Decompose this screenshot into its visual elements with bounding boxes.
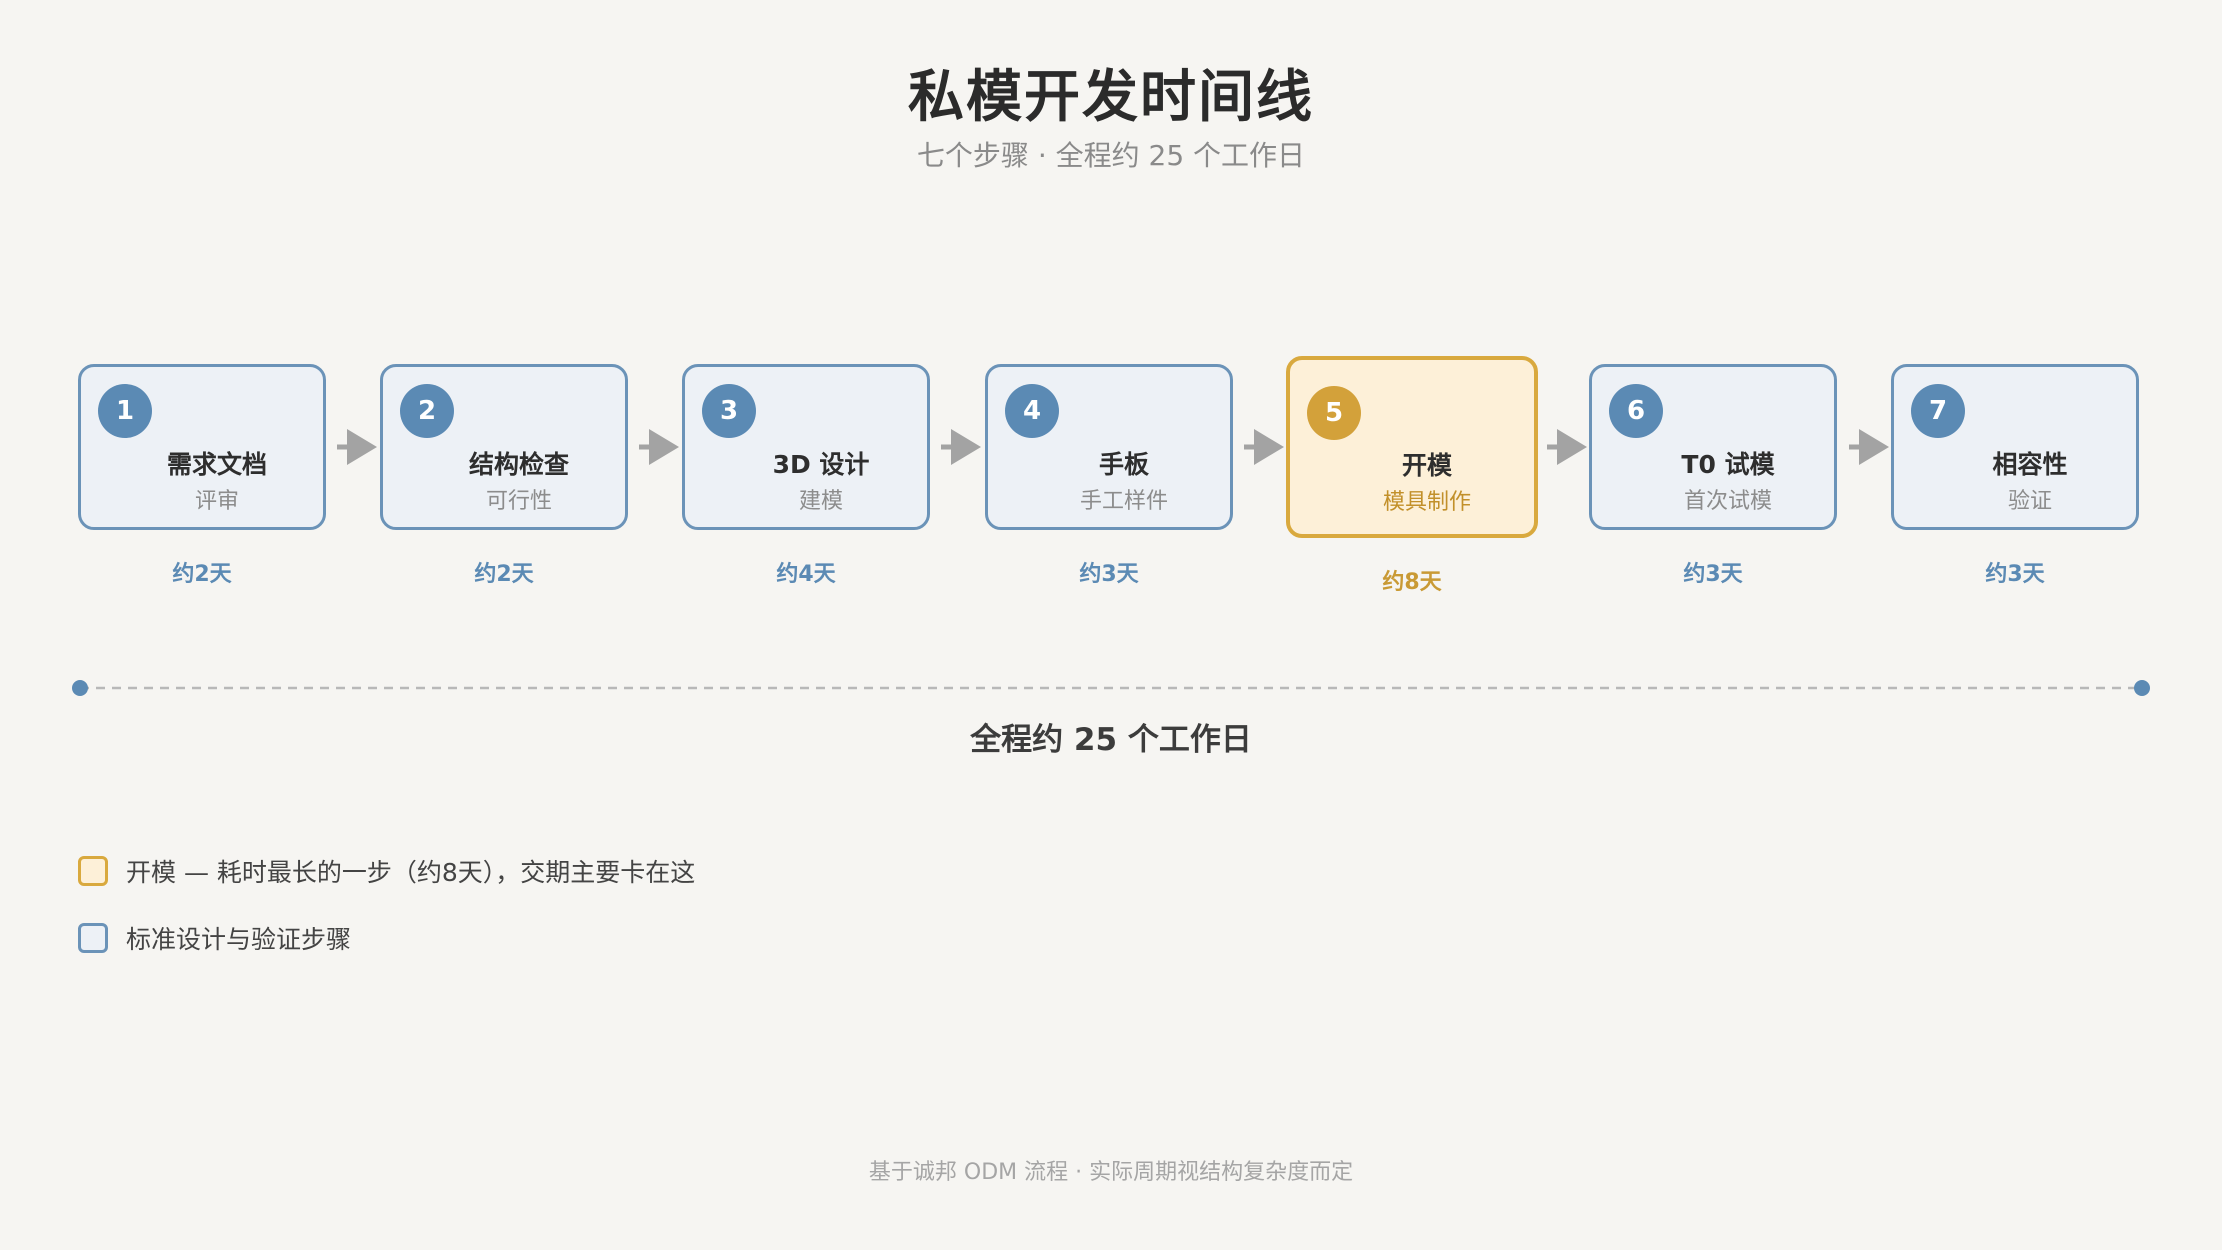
step-subtitle: 模具制作: [1382, 490, 1471, 515]
step-duration: 约3天: [1079, 562, 1139, 587]
step-number-badge: 4: [1005, 384, 1059, 438]
step-number-badge: 1: [98, 384, 152, 438]
legend-swatch-highlight: [78, 856, 108, 886]
step-title: T0 试模: [1681, 450, 1775, 479]
timeline-line: [72, 680, 2150, 696]
step-duration: 约3天: [1985, 562, 2045, 587]
step-card-3: 3 3D 设计 建模: [682, 364, 930, 530]
step-duration: 约8天: [1382, 570, 1442, 595]
step-card-1: 1 需求文档 评审: [78, 364, 326, 530]
step-card-7: 7 相容性 验证: [1891, 364, 2139, 530]
step-duration: 约2天: [172, 562, 232, 587]
legend-label: 标准设计与验证步骤: [126, 925, 352, 954]
timeline-end-dot: [2134, 680, 2150, 696]
footer-note: 基于诚邦 ODM 流程 · 实际周期视结构复杂度而定: [868, 1160, 1354, 1185]
step-subtitle: 建模: [798, 489, 843, 514]
step-subtitle: 验证: [2007, 489, 2052, 514]
arrow-right-icon: [1547, 429, 1587, 465]
step-number-badge: 6: [1609, 384, 1663, 438]
step-title: 手板: [1098, 450, 1149, 479]
page-subtitle: 七个步骤 · 全程约 25 个工作日: [916, 139, 1306, 172]
step-subtitle: 手工样件: [1079, 489, 1168, 514]
step-subtitle: 首次试模: [1683, 489, 1772, 514]
step-title: 3D 设计: [772, 450, 870, 479]
step-number-badge: 2: [400, 384, 454, 438]
step-title: 开模: [1401, 451, 1452, 480]
step-duration: 约2天: [474, 562, 534, 587]
step-title: 结构检查: [468, 450, 569, 479]
arrow-right-icon: [941, 429, 981, 465]
arrow-right-icon: [639, 429, 679, 465]
timeline-start-dot: [72, 680, 88, 696]
step-title: 相容性: [1992, 450, 2068, 479]
legend-item-standard: 标准设计与验证步骤: [78, 918, 351, 958]
step-subtitle: 评审: [194, 489, 239, 514]
timeline-total-label: 全程约 25 个工作日: [970, 722, 1252, 758]
step-title: 需求文档: [166, 450, 267, 479]
step-subtitle: 可行性: [485, 489, 552, 514]
step-duration: 约3天: [1683, 562, 1743, 587]
step-number-badge: 7: [1911, 384, 1965, 438]
page-title: 私模开发时间线: [908, 65, 1314, 130]
legend-item-highlight: 开模 — 耗时最长的一步（约8天），交期主要卡在这: [78, 851, 695, 891]
legend-label: 开模 — 耗时最长的一步（约8天），交期主要卡在这: [126, 858, 696, 887]
step-number-badge: 3: [702, 384, 756, 438]
arrow-right-icon: [1244, 429, 1284, 465]
legend-swatch-standard: [78, 923, 108, 953]
step-card-2: 2 结构检查 可行性: [380, 364, 628, 530]
step-duration: 约4天: [776, 562, 836, 587]
step-card-4: 4 手板 手工样件: [985, 364, 1233, 530]
arrow-right-icon: [1849, 429, 1889, 465]
arrow-right-icon: [337, 429, 377, 465]
step-card-6: 6 T0 试模 首次试模: [1589, 364, 1837, 530]
step-card-5-highlight: 5 开模 模具制作: [1286, 356, 1538, 538]
step-number-badge: 5: [1307, 386, 1361, 440]
